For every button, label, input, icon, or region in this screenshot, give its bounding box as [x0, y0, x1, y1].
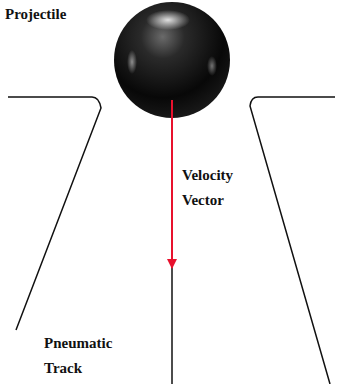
velocity-arrow	[171, 100, 173, 268]
track-center-line	[171, 268, 173, 384]
label-box: Projectile	[5, 2, 105, 27]
ball-highlight	[146, 10, 190, 30]
part-label: Velocity Vector	[182, 163, 260, 213]
pneumatic-track	[8, 97, 335, 384]
track-left-wall	[8, 97, 101, 330]
label-box: Velocity Vector	[182, 163, 260, 213]
track-right-wall	[250, 97, 335, 384]
part-label: Pneumatic Track	[44, 331, 136, 381]
label-box: Pneumatic Track	[44, 331, 136, 381]
part-label: Projectile	[5, 2, 105, 27]
ball-reflection	[127, 50, 137, 74]
ball-reflection	[207, 56, 217, 76]
